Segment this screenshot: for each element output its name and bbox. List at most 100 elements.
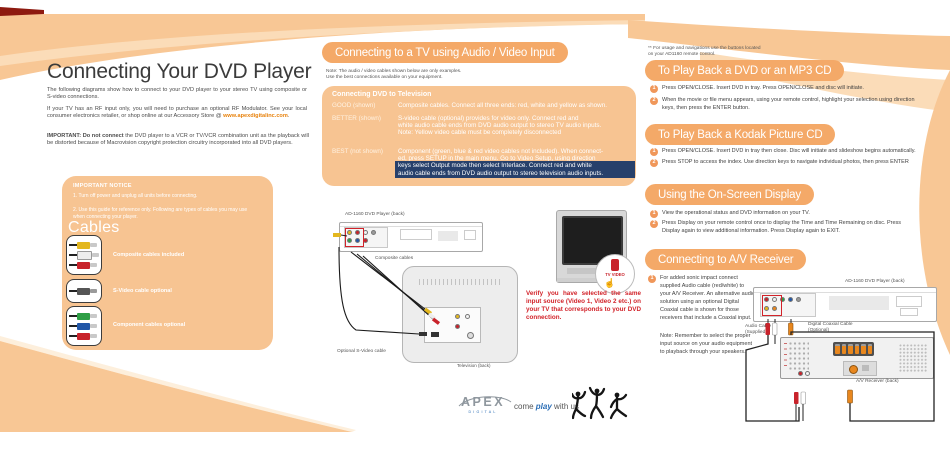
- step-item: 1 Press OPEN/CLOSE. Insert DVD in tray t…: [650, 148, 936, 156]
- tv-video-button-bubble: TV VIDEO: [595, 254, 635, 294]
- av-note-line1: Note: The audio / video cables shown bel…: [326, 69, 462, 74]
- step-number: 1: [650, 85, 658, 93]
- composite-cables-icon: [66, 235, 102, 275]
- step-text: View the operational status and DVD info…: [662, 210, 810, 216]
- tagline-post: with us: [551, 402, 579, 411]
- step-item: 1 Press OPEN/CLOSE. Insert DVD in tray. …: [650, 85, 926, 93]
- step-item: 2 When the movie or file menu appears, u…: [650, 97, 926, 113]
- step-number: 2: [650, 159, 658, 167]
- composite-cables-label: Composite cables included: [113, 252, 185, 258]
- receiver-jack-field: [789, 342, 809, 370]
- component-cables-icon: [66, 306, 102, 346]
- svideo-cable-icon: [66, 279, 102, 303]
- speaker-terminals: [833, 342, 874, 356]
- row-better-text: Note: Yellow video cable must be complet…: [398, 129, 562, 136]
- av-receiver-label: A/V Receiver (back): [856, 379, 899, 384]
- svideo-port: [431, 332, 439, 337]
- television-back-label: Television (back): [457, 363, 491, 368]
- intro-paragraph: The following diagrams show how to conne…: [47, 87, 307, 100]
- dvd-to-tv-table: Connecting DVD to Television GOOD (shown…: [322, 86, 636, 186]
- apex-logo-swoosh: [458, 396, 512, 407]
- apex-logo-sub: DIGITAL: [468, 410, 498, 414]
- white-plug: [69, 250, 101, 260]
- row-best-text-highlighted: audio cable ends from DVD audio output t…: [395, 169, 635, 178]
- step-item: 2 Press STOP to access the index. Use di…: [650, 159, 936, 167]
- step-text: Press STOP to access the index. Use dire…: [662, 159, 909, 165]
- step-text: When the movie or file menu appears, usi…: [662, 97, 915, 111]
- step-number: 1: [648, 275, 656, 283]
- section-header-osd: Using the On-Screen Display: [645, 184, 814, 205]
- audio-cable-label-line1: Audio Cable: [745, 324, 772, 329]
- apex-logo: APEX DIGITAL: [458, 395, 512, 414]
- dvd-jack-panel: [344, 227, 388, 248]
- notice-title: IMPORTANT NOTICE: [73, 183, 132, 189]
- row-best-label: BEST (not shown): [332, 148, 383, 155]
- step-text: For added sonic impact connect supplied …: [660, 275, 756, 321]
- audio-cable-label-line2: (Supplied): [745, 330, 767, 335]
- important-paragraph-bold: IMPORTANT: Do not connect: [47, 133, 126, 139]
- composite-cables-callout: Composite cables: [375, 256, 414, 261]
- section-header-kodak-cd: To Play Back a Kodak Picture CD: [645, 124, 836, 145]
- yellow-plug: [69, 241, 101, 249]
- tv-vents: [419, 279, 501, 285]
- table-title: Connecting DVD to Television: [332, 91, 432, 98]
- important-paragraph: IMPORTANT: Do not connect the DVD player…: [47, 133, 309, 147]
- blue-plug: [69, 322, 101, 330]
- dvd-player-back-right: [753, 287, 937, 322]
- notice-item-2: 2. Use this guide for reference only. Fo…: [73, 206, 248, 221]
- red-plug: [69, 332, 101, 340]
- row-good-text: Composite cables. Connect all three ends…: [398, 102, 607, 109]
- accessory-store-link[interactable]: www.apexdigitalinc.com: [223, 112, 288, 119]
- row-better-text: S-video cable (optional) provides for vi…: [398, 115, 579, 122]
- tagline: come play with us: [514, 402, 579, 411]
- remote-note-line1: ** For usage and navigations use the but…: [648, 46, 761, 51]
- section-header-av-receiver: Connecting to A/V Receiver: [645, 249, 807, 270]
- rf-paragraph-text: If your TV has an RF input only, you wil…: [47, 106, 307, 119]
- step-number: 1: [650, 148, 658, 156]
- step-text: Press OPEN/CLOSE. Insert DVD in tray the…: [662, 148, 916, 154]
- television-back: [402, 266, 518, 363]
- row-best-text: ed, press SETUP in the main menu. Go to …: [398, 155, 596, 162]
- step-number: 2: [650, 97, 658, 105]
- receiver-note: Note: Remember to select the proper inpu…: [660, 333, 753, 355]
- composite-jacks-highlight: [345, 228, 364, 247]
- step-item: 1 View the operational status and DVD in…: [650, 210, 926, 218]
- red-plug: [69, 261, 101, 269]
- tv-video-button-icon[interactable]: [611, 259, 619, 271]
- television-front: [556, 210, 627, 283]
- dancers-illustration: [572, 386, 628, 420]
- section-header-tv-av-input: Connecting to a TV using Audio / Video I…: [322, 42, 568, 63]
- verify-input-warning: Verify you have selected the same input …: [526, 290, 641, 321]
- pointing-hand-icon: ☝: [604, 278, 616, 288]
- coax-cable-label-line1: Digital Coaxial Cable: [808, 322, 853, 327]
- row-better-text: white audio cable ends from DVD audio ou…: [398, 122, 602, 129]
- rf-paragraph-period: .: [287, 112, 290, 119]
- row-best-text: Component (green, blue & red video cable…: [398, 148, 604, 155]
- tagline-play: play: [535, 402, 552, 411]
- dvd-back-label-right: AD-1160 DVD Player (back): [845, 279, 905, 284]
- dvd-jack-panel: [760, 293, 816, 317]
- svideo-cable-label: S-Video cable optional: [113, 288, 172, 294]
- component-cables-label: Component cables optional: [113, 322, 186, 328]
- coax-input-panel: [843, 361, 877, 376]
- svideo-plug: [69, 287, 101, 295]
- tv-jack-panel: [424, 307, 481, 343]
- av-note-line2: Use the best connections available on yo…: [326, 75, 443, 80]
- composite-cable-lines: [333, 233, 441, 336]
- tv-base: [557, 278, 626, 282]
- page-title: Connecting Your DVD Player: [47, 60, 312, 83]
- notice-item-1: 1. Turn off power and unplug all units b…: [73, 193, 198, 199]
- coax-cable-label-line2: (Optional): [808, 328, 830, 333]
- row-best-text-highlighted: keys select Output mode then select Inte…: [395, 161, 635, 170]
- receiver-cable-lines: [745, 319, 935, 422]
- receiver-vent-grid: [899, 344, 927, 372]
- av-receiver-back: [780, 337, 934, 379]
- tagline-pre: come: [514, 402, 536, 411]
- optional-svideo-label: Optional S-Video cable: [337, 349, 386, 354]
- dvd-player-back-middle: [339, 222, 483, 252]
- audio-jacks-highlight: [762, 295, 782, 316]
- step-number: 1: [650, 210, 658, 218]
- rf-paragraph: If your TV has an RF input only, you wil…: [47, 106, 307, 120]
- section-header-play-dvd-mp3: To Play Back a DVD or an MP3 CD: [645, 60, 845, 81]
- cables-heading: Cables: [68, 219, 120, 236]
